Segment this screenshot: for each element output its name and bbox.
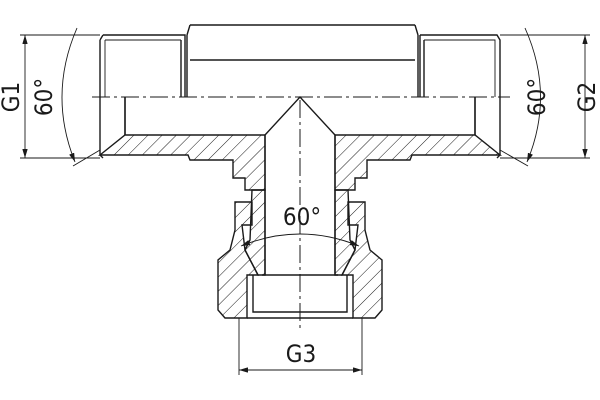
g1-label: G1 <box>0 82 25 112</box>
hex-body <box>186 24 419 97</box>
left-angle-label: 60° <box>30 78 58 116</box>
g2-dimension: G2 <box>500 34 600 159</box>
g3-dimension: G3 <box>238 318 363 375</box>
section-left <box>98 134 266 191</box>
g2-label: G2 <box>573 82 600 112</box>
g1-dimension: G1 <box>0 34 100 159</box>
right-angle-label: 60° <box>523 78 551 116</box>
nut-left <box>217 201 260 319</box>
section-right <box>334 134 502 191</box>
bottom-angle-label: 60° <box>283 203 321 231</box>
g3-label: G3 <box>286 340 316 368</box>
right-angle-dimension: 60° <box>499 27 551 167</box>
left-angle-dimension: 60° <box>30 27 101 167</box>
nut-right <box>340 201 383 319</box>
bottom-angle-dimension: 60° <box>240 203 360 247</box>
